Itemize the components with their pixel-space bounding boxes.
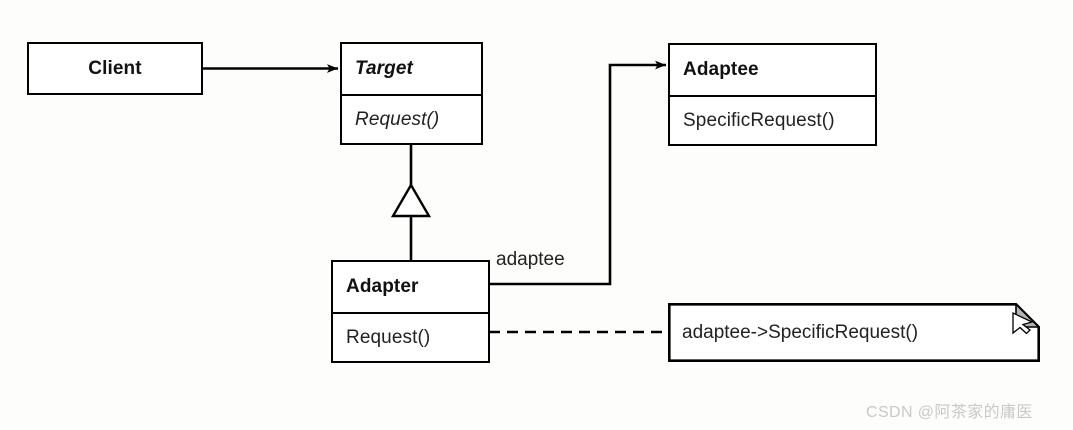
class-box-client[interactable]: Client <box>27 42 203 95</box>
class-name-compartment-adaptee: Adaptee <box>670 45 875 95</box>
note-fold-highlight-icon <box>1012 311 1034 335</box>
class-name-compartment-target: Target <box>342 44 481 94</box>
note-box[interactable]: adaptee->SpecificRequest() <box>668 303 1040 362</box>
class-name-compartment-adapter: Adapter <box>333 262 488 312</box>
operation-adaptee-specificrequest: SpecificRequest() <box>683 110 835 132</box>
class-box-adaptee[interactable]: Adaptee SpecificRequest() <box>668 43 877 146</box>
class-name-adaptee: Adaptee <box>683 59 759 80</box>
association-role-label-adaptee: adaptee <box>496 249 565 270</box>
watermark-text: CSDN @阿茶家的庸医 <box>866 404 1033 421</box>
class-operations-compartment-adapter: Request() <box>333 312 488 363</box>
class-operations-compartment-target: Request() <box>342 94 481 145</box>
operation-adapter-request: Request() <box>346 327 431 349</box>
class-operations-compartment-adaptee: SpecificRequest() <box>670 95 875 146</box>
generalization-triangle-icon <box>390 182 432 218</box>
connector-adapter-to-target-generalization <box>390 145 432 260</box>
class-name-adapter: Adapter <box>346 276 419 297</box>
note-shape <box>668 303 1040 362</box>
class-name-client: Client <box>88 57 142 79</box>
connector-adapter-to-adaptee <box>490 60 666 286</box>
operation-target-request: Request() <box>355 109 440 131</box>
class-name-target: Target <box>355 58 413 79</box>
class-box-target[interactable]: Target Request() <box>340 42 483 145</box>
class-box-adapter[interactable]: Adapter Request() <box>331 260 490 363</box>
class-name-compartment-client: Client <box>29 44 201 93</box>
note-text: adaptee->SpecificRequest() <box>682 321 919 343</box>
